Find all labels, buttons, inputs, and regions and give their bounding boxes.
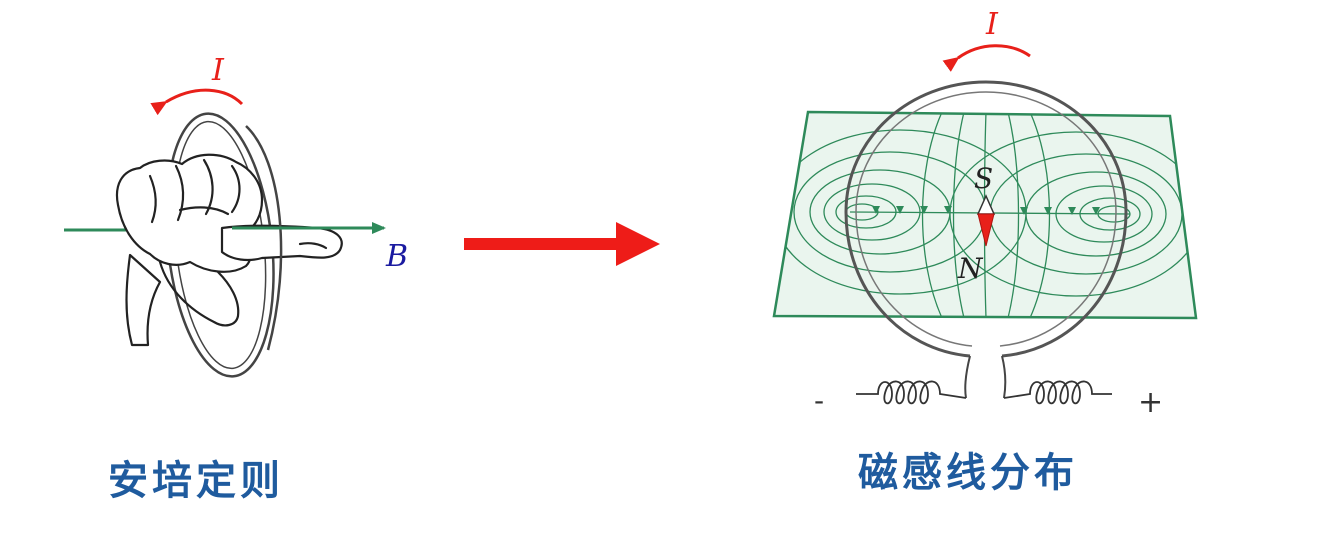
needle-south-label: S [974,162,993,195]
needle-north-label: N [957,252,984,285]
field-label-b: B [385,239,408,274]
hand-icon [115,153,343,347]
caption-ampere-rule: 安培定则 [108,458,284,504]
current-direction-arrow [150,88,244,116]
magnetic-field-distribution: S N I - + [772,7,1198,420]
transition-arrow [464,222,660,266]
current-direction-arrow-right [942,44,1031,72]
caption-field-distribution: 磁感线分布 [858,450,1078,496]
transition-arrow-shaft [464,238,622,250]
compass-needle-icon [976,194,996,247]
lead-right [1001,355,1007,399]
field-direction-marks [872,206,1100,215]
terminal-positive: + [1138,385,1163,420]
current-loop [844,80,1128,358]
lead-left [964,355,971,399]
right-hand-rule-illustration: I B [64,53,408,378]
coil-wire-left [856,380,967,405]
current-label-right: I [985,7,999,42]
field-lines [774,112,1196,318]
transition-arrow-head [616,222,660,266]
current-loop-inner-edge [855,91,1117,347]
current-loop-front [245,125,283,351]
coil-wire-right [1003,380,1112,405]
current-label-left: I [211,53,225,88]
terminal-negative: - [814,384,824,417]
